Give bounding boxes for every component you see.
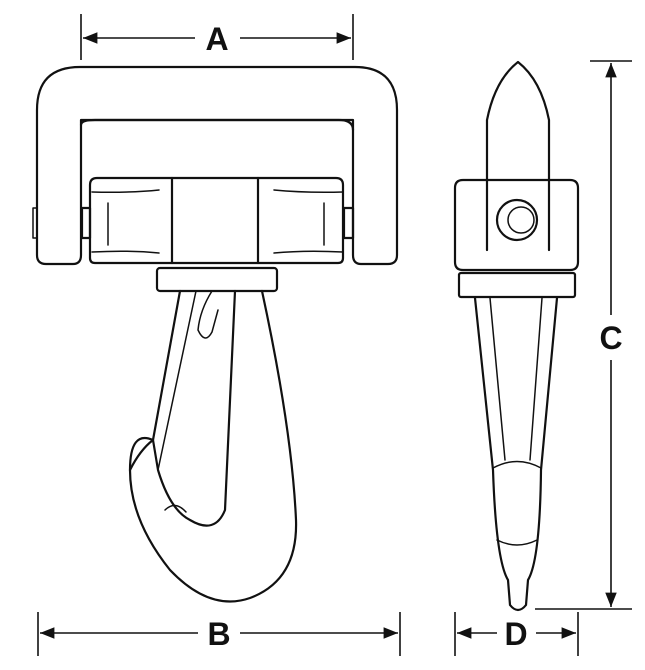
axle-left bbox=[80, 206, 92, 240]
dimension-label-b: B bbox=[207, 616, 230, 652]
side-shank-detail-lines bbox=[489, 297, 543, 546]
barrel-detail-lines bbox=[91, 189, 344, 254]
bracket-pin-end bbox=[32, 207, 38, 239]
side-shank bbox=[473, 296, 559, 612]
side-view bbox=[453, 60, 580, 612]
dimension-d: D bbox=[454, 612, 579, 656]
front-view bbox=[32, 65, 399, 603]
dimension-b: B bbox=[37, 612, 401, 656]
swivel-pin-inner bbox=[507, 206, 535, 234]
hook-gate-tip bbox=[164, 504, 187, 513]
side-bracket-tip bbox=[485, 60, 551, 252]
hook-inner-edge bbox=[128, 289, 237, 527]
axle-right bbox=[342, 206, 355, 240]
swivel-barrel bbox=[88, 176, 345, 265]
dimension-label-c: C bbox=[599, 320, 622, 356]
dimension-c: C bbox=[535, 60, 632, 610]
swivel-collar bbox=[155, 266, 279, 293]
side-collar bbox=[457, 271, 577, 299]
hook-gate bbox=[157, 290, 219, 471]
dimension-label-a: A bbox=[205, 21, 228, 57]
d-ring-bracket bbox=[35, 65, 399, 266]
dimension-label-d: D bbox=[504, 616, 527, 652]
dimension-a: A bbox=[80, 14, 354, 60]
inner-plate bbox=[79, 118, 355, 132]
swivel-pin bbox=[495, 198, 539, 242]
side-swivel-block bbox=[453, 178, 580, 272]
